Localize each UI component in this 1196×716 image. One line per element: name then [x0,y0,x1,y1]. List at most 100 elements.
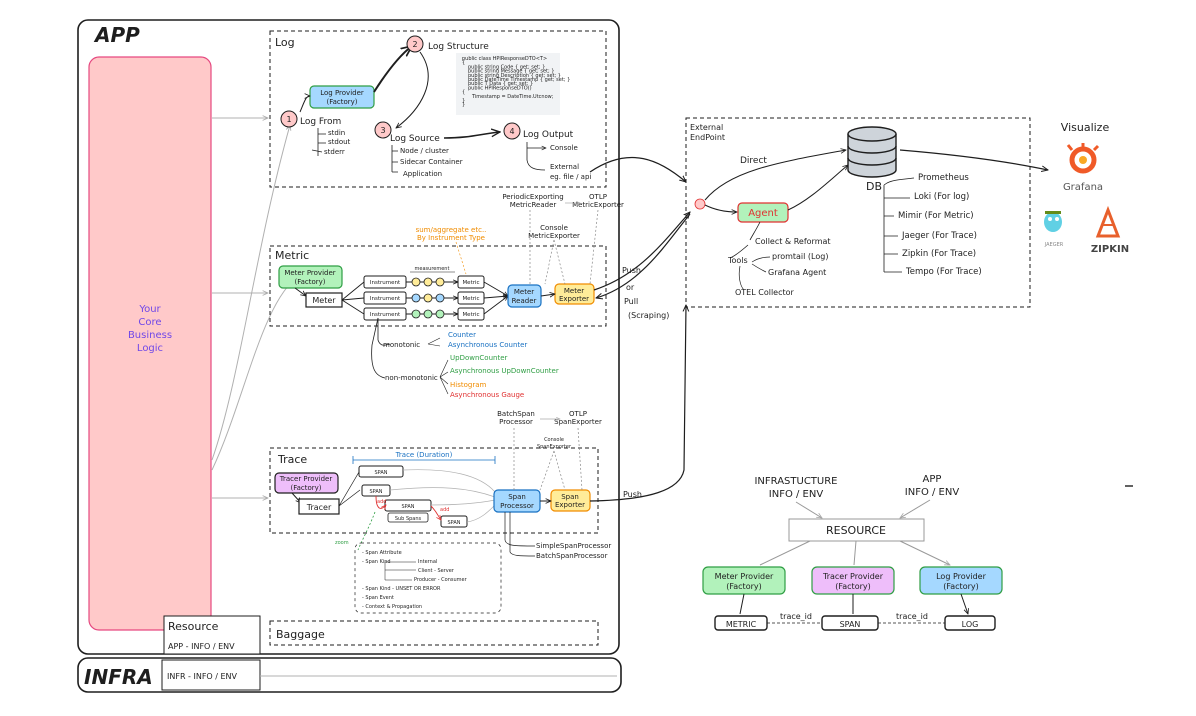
metric-box-label: Metric [462,296,479,302]
log-from-stderr: stderr [324,148,345,156]
batch-processor-1: BatchSpan [497,410,535,418]
log-source-sidecar: Sidecar Container [400,158,463,166]
trace-title: Trace [277,453,307,466]
push-label-trace: Push [623,490,642,499]
span-details-box [354,542,502,614]
log-output-console: Console [550,144,578,152]
instrument-label: Instrument [370,280,401,286]
otel-collector-label: OTEL Collector [735,288,795,297]
periodic-reader-1: PeriodicExporting [502,193,563,201]
meter-reader-line1: Meter [514,288,534,296]
log-output-file-api: eg. file / api [550,173,591,181]
log-structure-label: Log Structure [428,42,489,52]
trace-section: Trace Trace (Duration) Tracer Provider (… [269,410,611,614]
trace-id-label-2: trace_id [896,612,928,621]
resource-center-box [788,518,925,542]
tracer-label: Tracer [306,503,332,512]
detail-internal: Internal [418,559,437,565]
span-bottom-label: SPAN [447,520,460,526]
scraping-label: (Scraping) [628,311,669,320]
db-item: Mimir (For Metric) [898,211,974,221]
code-line: } [462,102,465,108]
log-step-3-num: 3 [380,126,385,135]
log-step-2 [406,35,424,53]
grafana-label: Grafana [1063,182,1103,193]
res-log-label: LOG [962,620,979,629]
zipkin-label: ZIPKIN [1091,244,1129,255]
grafana-icon [1066,143,1100,174]
log-section: Log Log Provider (Factory) 1 Log From st… [269,30,607,188]
log-source-label: Log Source [390,134,440,144]
res-log-provider-2: (Factory) [943,582,978,591]
or-label: or [626,283,635,292]
resource-title: Resource [168,620,219,633]
visualize-section: Visualize Grafana JAEGER ZIPKIN [899,121,1129,255]
meter-exporter-line1: Meter [564,287,584,295]
instrument-label: Instrument [370,312,401,318]
db-item: Loki (For log) [914,192,969,202]
measurement-dot [423,309,433,319]
detail-producer-consumer: Producer - Consumer [414,577,468,583]
pull-label: Pull [624,297,638,306]
span-box-bottom [440,515,468,528]
code-line: public string Message { get; set; } [468,69,554,75]
periodic-reader-2: MetricReader [510,201,557,209]
console-metric-1: Console [540,224,568,232]
tracer-provider-box [274,472,339,494]
add-label-2: add [440,507,449,513]
non-monotonic-type: Asynchronous UpDownCounter [450,367,559,375]
infra-info: INFR - INFO / ENV [167,672,238,681]
aggregate-note-2: By Instrument Type [417,234,485,242]
aggregate-note-1: sum/aggregate etc.. [416,226,487,234]
zoom-label: zoom [335,540,349,546]
trace-id-label-1: trace_id [780,612,812,621]
baggage-section: Baggage [269,620,599,646]
log-step-4-num: 4 [509,127,514,136]
infra-container: INFRA INFR - INFO / ENV [77,657,622,693]
infra-title: INFRA [84,665,153,689]
log-from-label: Log From [300,117,341,127]
non-monotonic-label: non-monotonic [385,374,438,382]
meter-reader-line2: Reader [512,297,537,305]
detail-event: - Span Event [362,595,394,601]
otlp-span-1: OTLP [569,410,587,418]
resource-app-info: APP - INFO / ENV [168,642,235,651]
direct-label: Direct [740,156,767,166]
grafana-agent-label: Grafana Agent [768,268,826,277]
visualize-title: Visualize [1061,121,1110,134]
code-line: { [462,90,465,96]
log-code-block [456,53,560,115]
log-output-label: Log Output [523,130,574,140]
collect-reformat-label: Collect & Reformat [755,237,831,246]
promtail-label: promtail (Log) [772,252,828,261]
meter-provider-factory: (Factory) [294,278,325,286]
code-line: { [462,60,465,66]
log-provider-label: Log Provider [320,89,364,97]
log-source-application: Application [403,170,442,178]
span-processor-line2: Processor [500,502,534,510]
db-item: Zipkin (For Trace) [902,249,976,259]
log-code-lines: public class HPIResponseDTO<T>{public st… [462,56,570,108]
measurement-label: measurement [415,266,450,272]
db-item: Jaeger (For Trace) [901,231,977,241]
res-app-2: INFO / ENV [905,487,960,498]
metric-to-reader [483,281,508,296]
resource-center-label: RESOURCE [826,524,886,537]
push-label-metric: Push [622,266,641,275]
metric-title: Metric [275,249,309,262]
non-monotonic-type: Asynchronous Gauge [450,391,524,399]
non-monotonic-type: Histogram [450,381,486,389]
res-tracer-provider-2: (Factory) [835,582,870,591]
console-span-1: Console [544,437,564,443]
meter-exporter-line2: Exporter [559,295,589,303]
monotonic-label: monotonic [383,341,420,349]
detail-context: - Context & Propagation [362,604,422,610]
sub-spans-label: Sub Spans [395,516,422,522]
app-title: APP [93,23,140,47]
batch-span-processor: BatchSpanProcessor [536,552,608,560]
log-title: Log [275,36,295,49]
zipkin-icon [1095,205,1121,238]
endpoint-dot [694,198,706,210]
